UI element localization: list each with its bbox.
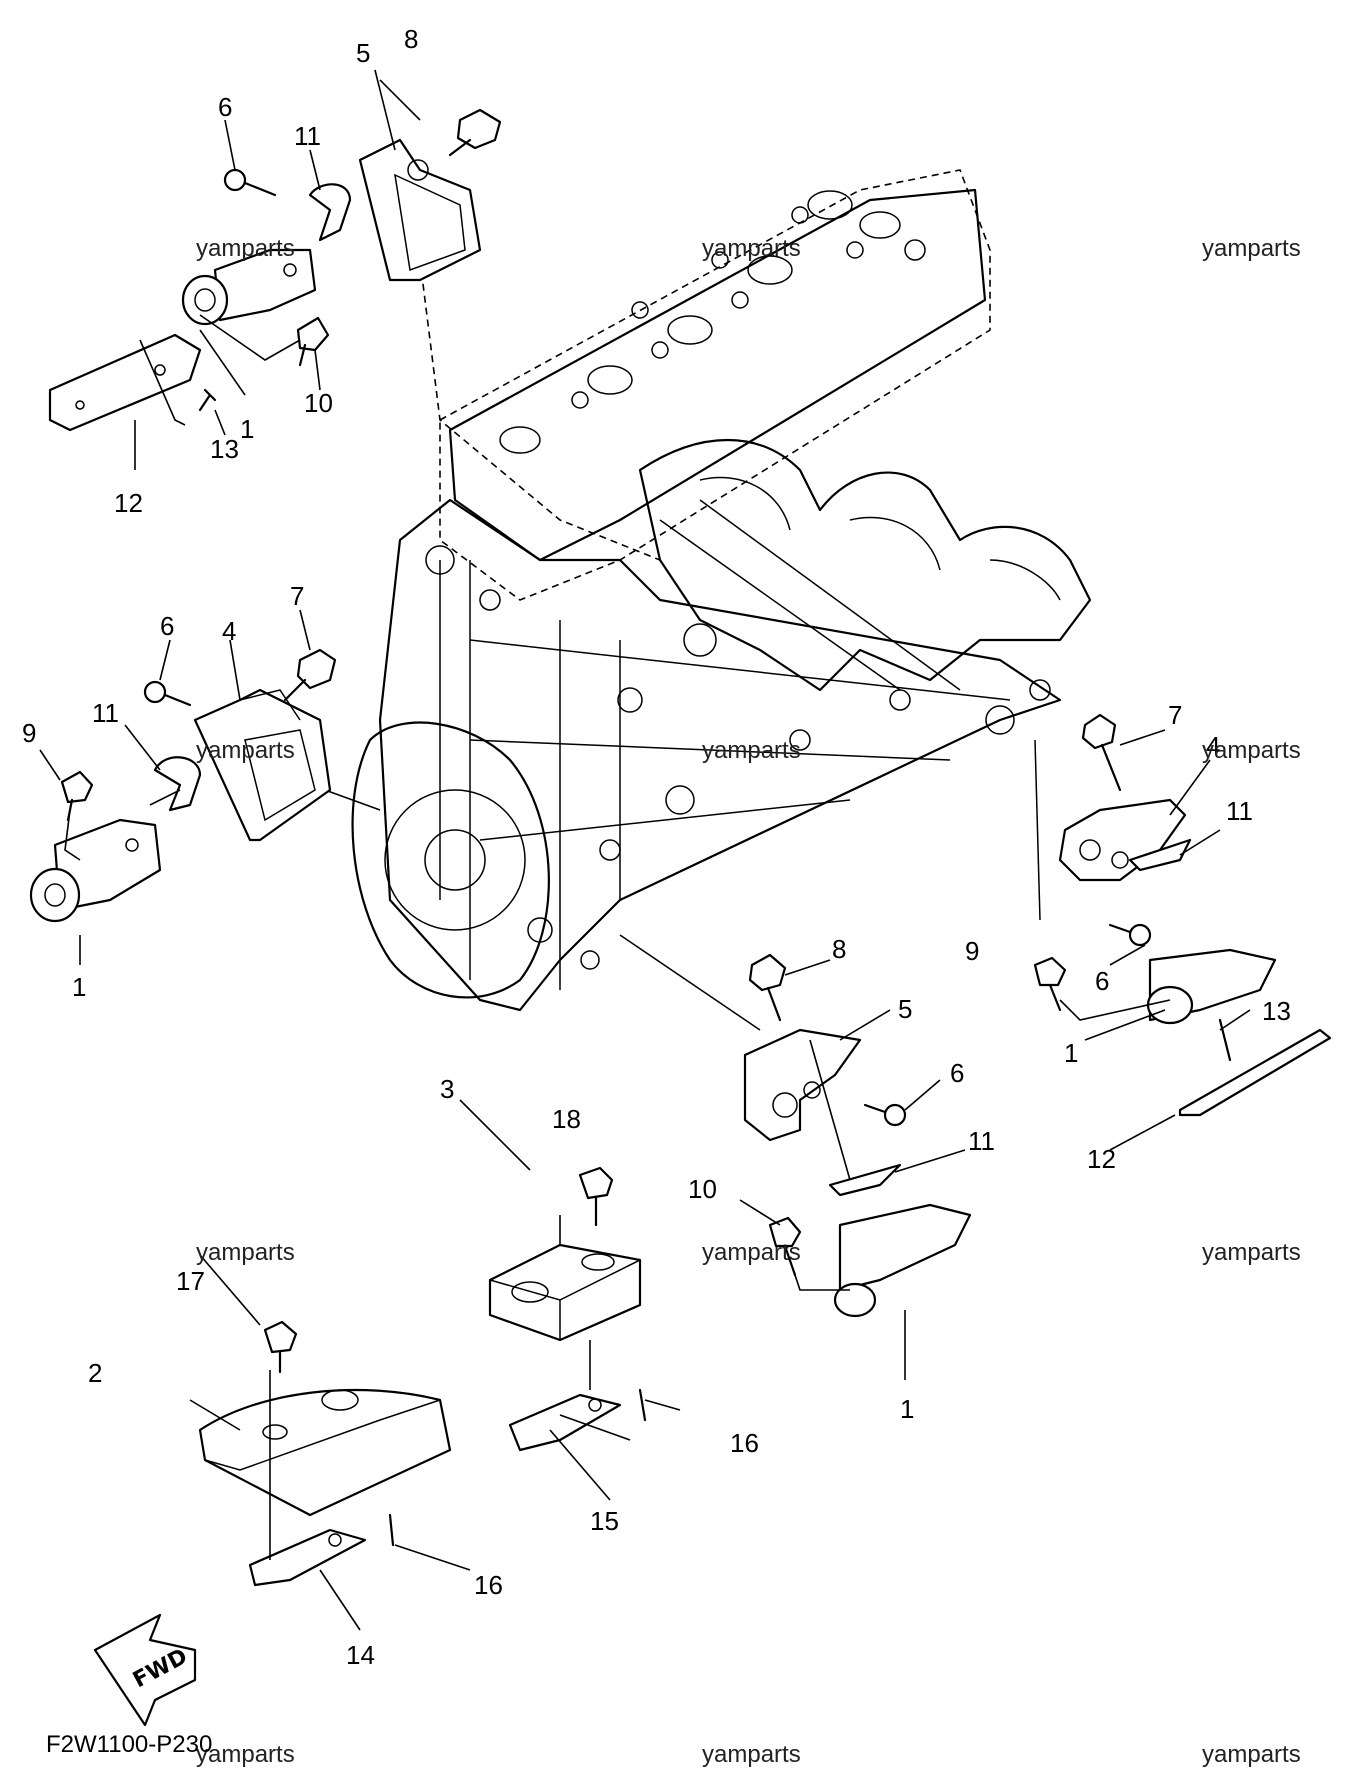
- callout-10: 10: [688, 1174, 717, 1204]
- callout-9: 9: [965, 936, 979, 966]
- bolt-7-right: [1081, 713, 1122, 792]
- watermark: yamparts: [1202, 1741, 1301, 1768]
- callout-11: 11: [294, 121, 321, 151]
- engine-block: [324, 169, 1092, 1031]
- callout-11: 11: [92, 698, 119, 728]
- callout-11: 11: [1226, 796, 1253, 826]
- callout-10: 10: [304, 388, 333, 418]
- callout-1: 1: [72, 972, 86, 1002]
- bolt-7-left: [283, 648, 337, 702]
- callout-4: 4: [222, 616, 236, 646]
- callout-11: 11: [968, 1126, 995, 1156]
- callout-2: 2: [88, 1358, 102, 1388]
- watermarks: yamparts yamparts yamparts yamparts yamp…: [196, 235, 1301, 1768]
- mount-group-center: [739, 953, 972, 1380]
- mount-group-right: [1033, 713, 1332, 1151]
- callout-16: 16: [730, 1428, 759, 1458]
- callout-13: 13: [1262, 996, 1291, 1026]
- callout-7: 7: [1168, 700, 1182, 730]
- watermark: yamparts: [196, 737, 295, 764]
- callout-5: 5: [898, 994, 912, 1024]
- watermark: yamparts: [1202, 737, 1301, 764]
- callout-17: 17: [176, 1266, 205, 1296]
- bolt-9-right: [1033, 956, 1067, 1012]
- callout-13: 13: [210, 434, 239, 464]
- watermark: yamparts: [702, 737, 801, 764]
- callout-18: 18: [552, 1104, 581, 1134]
- fwd-arrow-icon: [93, 1613, 197, 1727]
- mount-group-mid-left: [29, 609, 337, 965]
- callout-12: 12: [1087, 1144, 1116, 1174]
- callout-6: 6: [160, 611, 174, 641]
- watermark: yamparts: [702, 1239, 801, 1266]
- drawing-code: F2W1100-P230: [46, 1731, 212, 1758]
- bolt-9-left: [60, 770, 94, 822]
- callout-8: 8: [832, 934, 846, 964]
- callout-6: 6: [218, 92, 232, 122]
- bolt-8-center: [748, 953, 787, 1022]
- callout-9: 9: [22, 718, 36, 748]
- callout-6: 6: [1095, 966, 1109, 996]
- callout-labels: 8 5 6 11 1 10 13 12 7 6 4 11 9 1 7 4 11 …: [22, 24, 1291, 1670]
- watermark: yamparts: [196, 235, 295, 262]
- bolt-17: [263, 1320, 298, 1374]
- callout-8: 8: [404, 24, 418, 54]
- bolt-10-top: [296, 316, 330, 367]
- callout-1: 1: [1064, 1038, 1078, 1068]
- callout-4: 4: [1206, 731, 1220, 761]
- bolt-8-top: [448, 108, 502, 157]
- callout-3: 3: [440, 1074, 454, 1104]
- callout-12: 12: [114, 488, 143, 518]
- watermark: yamparts: [702, 1741, 801, 1768]
- bolt-18: [578, 1166, 614, 1227]
- callout-1: 1: [240, 414, 254, 444]
- watermark: yamparts: [1202, 235, 1301, 262]
- callout-6: 6: [950, 1058, 964, 1088]
- watermark: yamparts: [702, 235, 801, 262]
- callout-1: 1: [900, 1394, 914, 1424]
- callout-7: 7: [290, 581, 304, 611]
- bolt-6-right: [1108, 923, 1152, 947]
- bolt-6-center: [863, 1103, 907, 1127]
- bolt-6-left: [143, 680, 192, 707]
- bolt-6-top: [223, 168, 277, 197]
- lower-parts-group: [93, 1099, 681, 1727]
- watermark: yamparts: [196, 1239, 295, 1266]
- watermark: yamparts: [1202, 1239, 1301, 1266]
- mount-group-top-left: [48, 69, 502, 470]
- callout-5: 5: [356, 38, 370, 68]
- callout-15: 15: [590, 1506, 619, 1536]
- callout-14: 14: [346, 1640, 375, 1670]
- watermark: yamparts: [196, 1741, 295, 1768]
- bolt-10-center: [768, 1216, 802, 1277]
- callout-16: 16: [474, 1570, 503, 1600]
